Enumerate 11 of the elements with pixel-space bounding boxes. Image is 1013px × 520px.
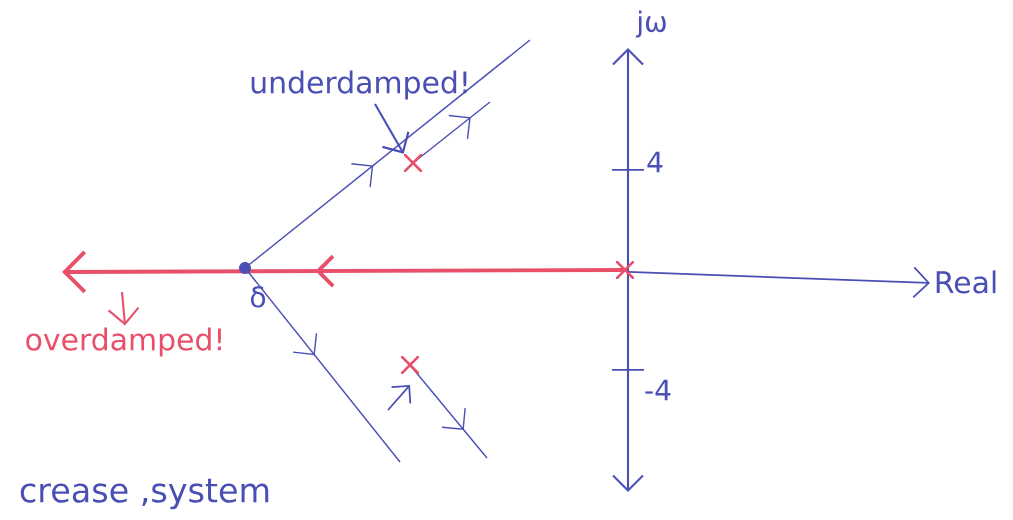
axis-label: jω <box>635 10 666 38</box>
handwritten-label: overdamped! <box>26 327 221 357</box>
axis-label: crease ,system <box>20 478 269 510</box>
axis-label: Real <box>936 270 996 294</box>
pole-mark <box>616 261 634 279</box>
pole-mark <box>401 356 419 374</box>
axis-label: δ <box>250 286 266 308</box>
pole-mark <box>404 154 422 172</box>
axis-label: 4 <box>647 151 663 173</box>
axis-label: -4 <box>645 379 671 401</box>
handwritten-label: underdamped! <box>251 70 467 100</box>
